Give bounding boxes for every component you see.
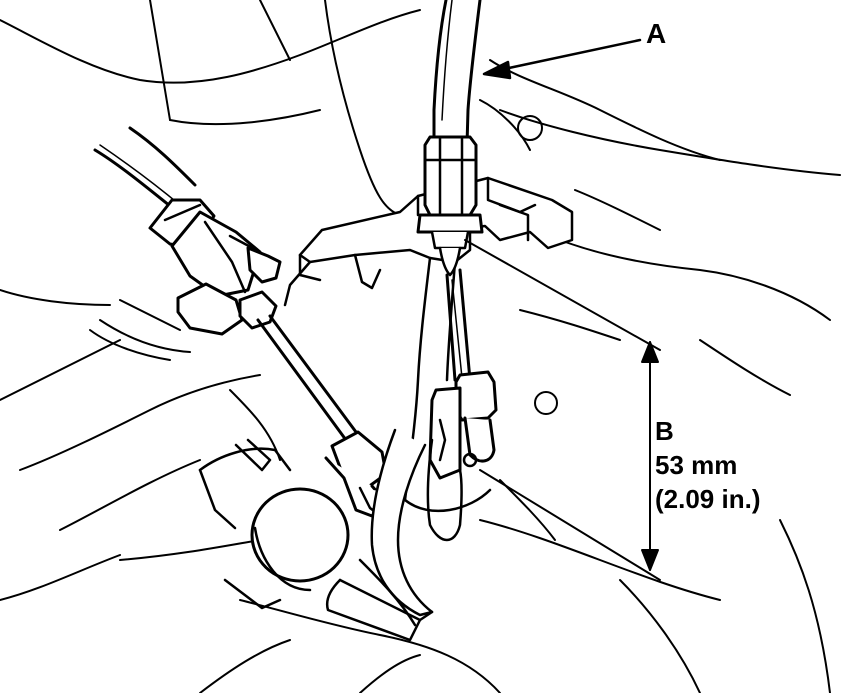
lever-assembly [198,428,492,642]
cable-left [93,126,358,442]
cable-a-clevis [428,370,498,480]
cable-a [416,0,484,382]
leader-a [482,38,642,80]
dimension-b [464,239,661,581]
callout-label-a: A [646,18,667,49]
measurement-in: (2.09 in.) [655,484,761,514]
measurement-mm: 53 mm [655,450,738,480]
engine-background-outline [0,0,841,693]
cable-left-clevis [324,430,396,522]
callout-label-b: B [655,416,674,446]
